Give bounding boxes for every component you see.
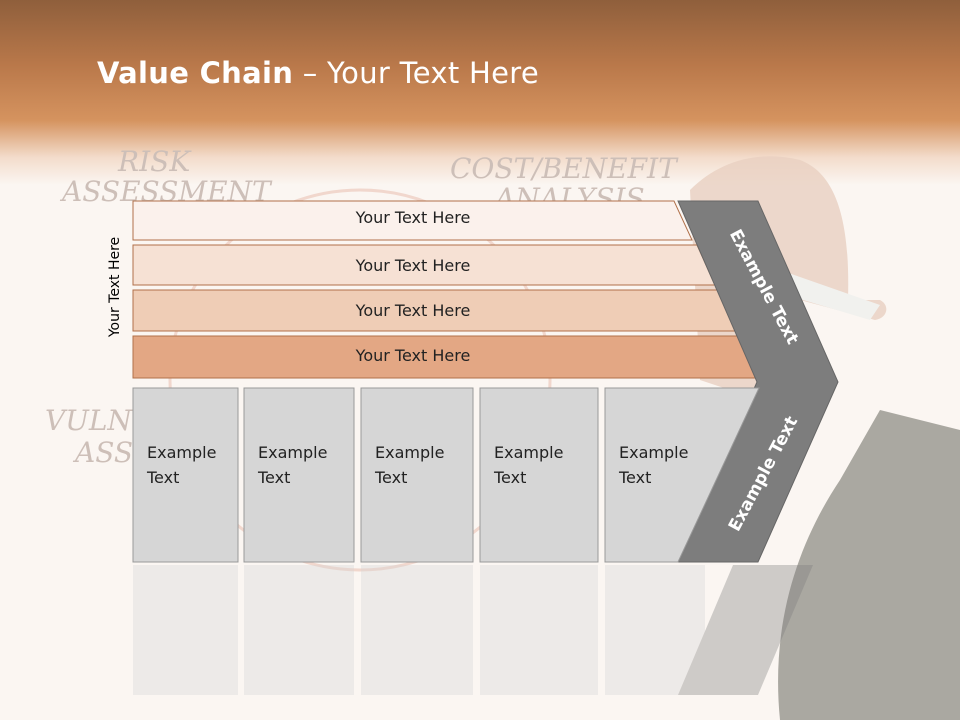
column-box-1 — [132, 387, 239, 563]
column-2: Example Text — [244, 388, 354, 562]
diagram-reflection — [133, 565, 833, 695]
column-1: Example Text — [133, 388, 238, 562]
column-box-5 — [604, 387, 760, 563]
column-3: Example Text — [361, 388, 473, 562]
column-4-text: Example Text — [494, 443, 564, 487]
column-5-text: Example Text — [619, 443, 689, 487]
row-label-2: Your Text Here — [355, 256, 471, 275]
column-2-text: Example Text — [258, 443, 328, 487]
header-banner — [0, 0, 960, 185]
row-label-1: Your Text Here — [355, 208, 471, 227]
bg-word-ass: ASS — [75, 436, 134, 469]
title-bold: Value Chain — [97, 56, 294, 90]
row-label-4: Your Text Here — [355, 346, 471, 365]
title-rest: – Your Text Here — [293, 56, 539, 90]
bg-word-cost-benefit: COST/BENEFIT — [450, 152, 677, 185]
column-box-3 — [360, 387, 474, 563]
bg-word-vuln: VULN — [45, 404, 132, 437]
bg-word-risk: RISK — [118, 145, 191, 178]
column-box-2 — [243, 387, 355, 563]
column-4: Example Text — [480, 388, 598, 562]
row-label-3: Your Text Here — [355, 301, 471, 320]
page-title: Value Chain – Your Text Here — [97, 56, 539, 90]
row-band-1 — [132, 200, 693, 241]
column-3-text: Example Text — [375, 443, 445, 487]
column-1-text: Example Text — [147, 443, 217, 487]
column-box-4 — [479, 387, 599, 563]
column-5: Example Text — [605, 388, 715, 562]
